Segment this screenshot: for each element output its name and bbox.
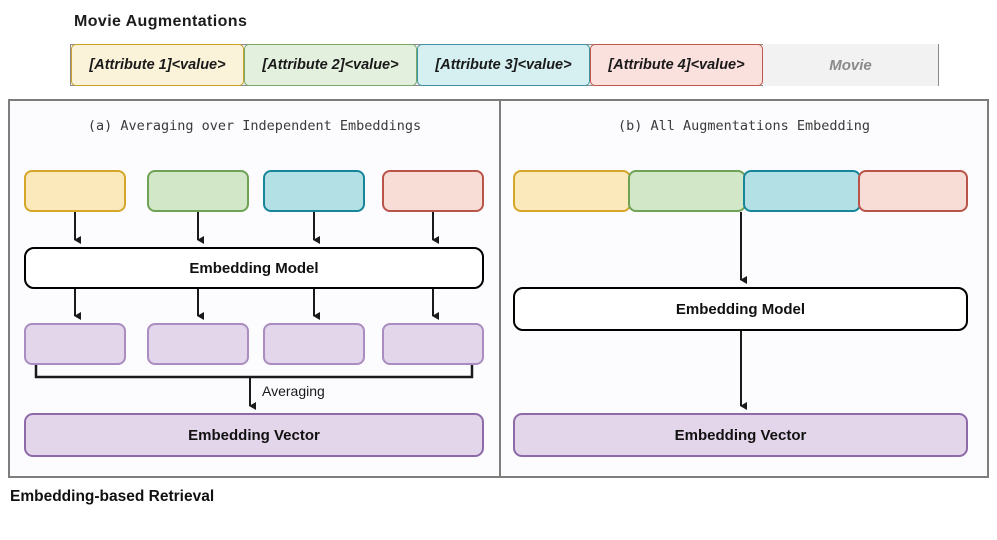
bar-attribute-3[interactable]: [Attribute 3]<value> xyxy=(417,44,590,86)
panel-b-attribute-3-box[interactable] xyxy=(743,170,861,212)
panel-a-embedding-2-box[interactable] xyxy=(147,323,249,365)
bar-attribute-1[interactable]: [Attribute 1]<value> xyxy=(71,44,244,86)
panel-a-embedding-model[interactable]: Embedding Model xyxy=(24,247,484,289)
panel-a-embedding-4-box[interactable] xyxy=(382,323,484,365)
panel-b-embedding-vector[interactable]: Embedding Vector xyxy=(513,413,968,457)
panel-a-averaging: (a) Averaging over Independent Embedding… xyxy=(10,101,499,476)
bar-movie-cell[interactable]: Movie xyxy=(763,44,938,86)
diagram-panels: (a) Averaging over Independent Embedding… xyxy=(8,99,989,478)
panel-b-attribute-2-box[interactable] xyxy=(628,170,746,212)
page-title: Movie Augmentations xyxy=(74,13,248,30)
panel-a-embedding-vector[interactable]: Embedding Vector xyxy=(24,413,484,457)
panel-b-attribute-1-box[interactable] xyxy=(513,170,631,212)
panel-a-embedding-1-box[interactable] xyxy=(24,323,126,365)
movie-augmentation-bar: [Attribute 1]<value> [Attribute 2]<value… xyxy=(70,44,939,86)
panel-b-attribute-4-box[interactable] xyxy=(858,170,968,212)
panel-a-embedding-3-box[interactable] xyxy=(263,323,365,365)
panel-b-title: (b) All Augmentations Embedding xyxy=(618,118,870,134)
panel-b-all-augmentations: (b) All Augmentations Embedding Embeddin… xyxy=(499,101,987,476)
panel-a-title: (a) Averaging over Independent Embedding… xyxy=(87,118,422,134)
panel-a-attribute-2-box[interactable] xyxy=(147,170,249,212)
panel-b-embedding-model[interactable]: Embedding Model xyxy=(513,287,968,331)
panel-a-attribute-4-box[interactable] xyxy=(382,170,484,212)
bar-attribute-2[interactable]: [Attribute 2]<value> xyxy=(244,44,417,86)
averaging-label: Averaging xyxy=(262,383,325,399)
panel-a-attribute-3-box[interactable] xyxy=(263,170,365,212)
footer-caption: Embedding-based Retrieval xyxy=(10,488,215,505)
panel-a-attribute-1-box[interactable] xyxy=(24,170,126,212)
bar-attribute-4[interactable]: [Attribute 4]<value> xyxy=(590,44,763,86)
